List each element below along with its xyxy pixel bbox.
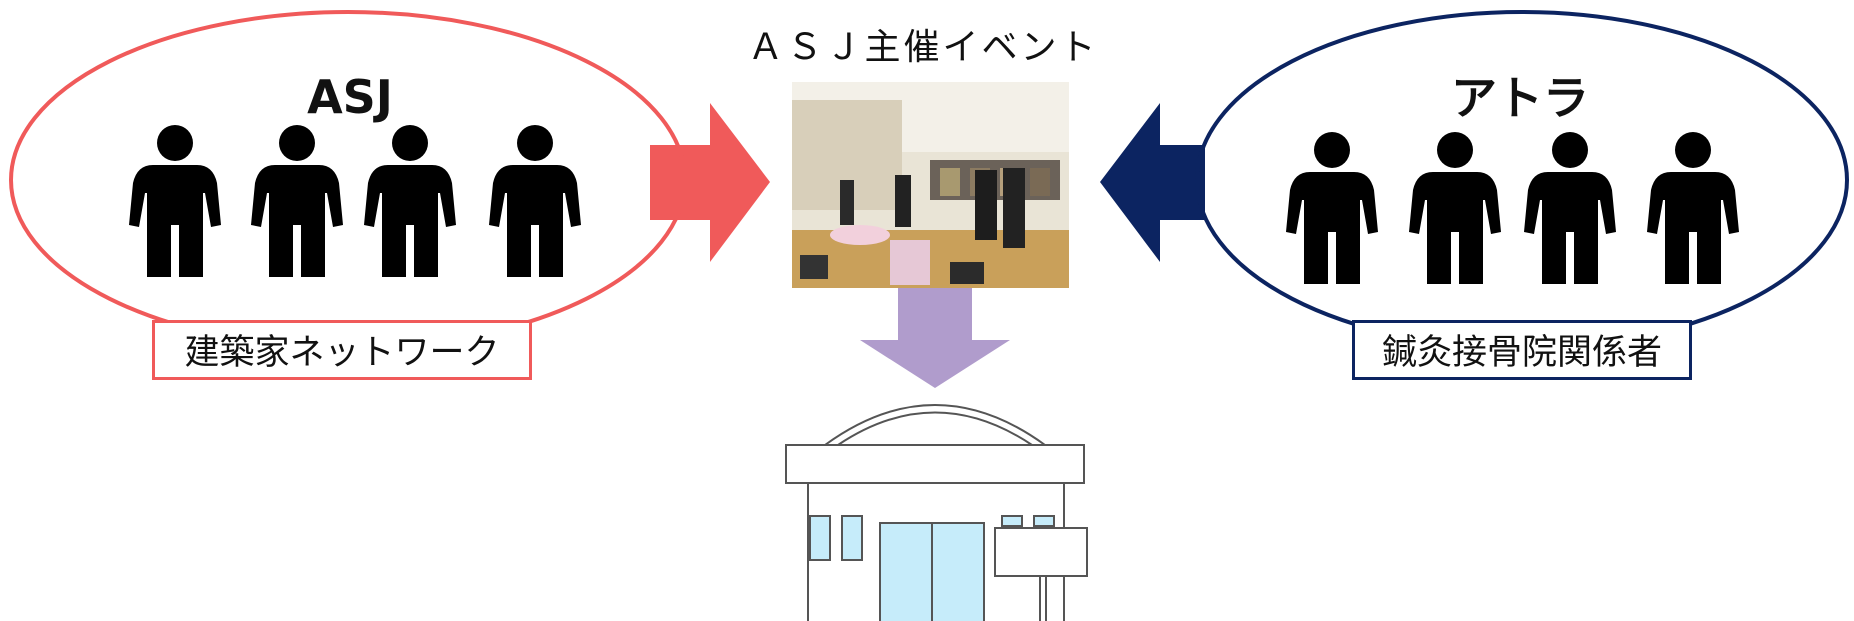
person-icon bbox=[251, 125, 343, 277]
atora-group-title: アトラ bbox=[1451, 71, 1589, 125]
down-flow-arrow bbox=[860, 288, 1010, 388]
asj-group-title: ASJ bbox=[307, 70, 393, 124]
event-photo bbox=[792, 82, 1069, 288]
person-icon bbox=[1524, 132, 1616, 284]
asj-members bbox=[129, 125, 581, 277]
atora-group-caption: 鍼灸接骨院関係者 bbox=[1352, 320, 1692, 380]
person-icon bbox=[364, 125, 456, 277]
person-icon bbox=[129, 125, 221, 277]
right-flow-arrow bbox=[1100, 103, 1205, 262]
person-icon bbox=[1409, 132, 1501, 284]
left-flow-arrow bbox=[650, 103, 770, 262]
building-icon bbox=[785, 404, 1088, 621]
person-icon bbox=[1286, 132, 1378, 284]
asj-group-ellipse bbox=[9, 10, 687, 350]
event-title: ＡＳＪ主催イベント bbox=[747, 27, 1099, 68]
person-icon bbox=[489, 125, 581, 277]
atora-members bbox=[1286, 132, 1739, 284]
person-icon bbox=[1647, 132, 1739, 284]
asj-group-caption: 建築家ネットワーク bbox=[152, 320, 532, 380]
